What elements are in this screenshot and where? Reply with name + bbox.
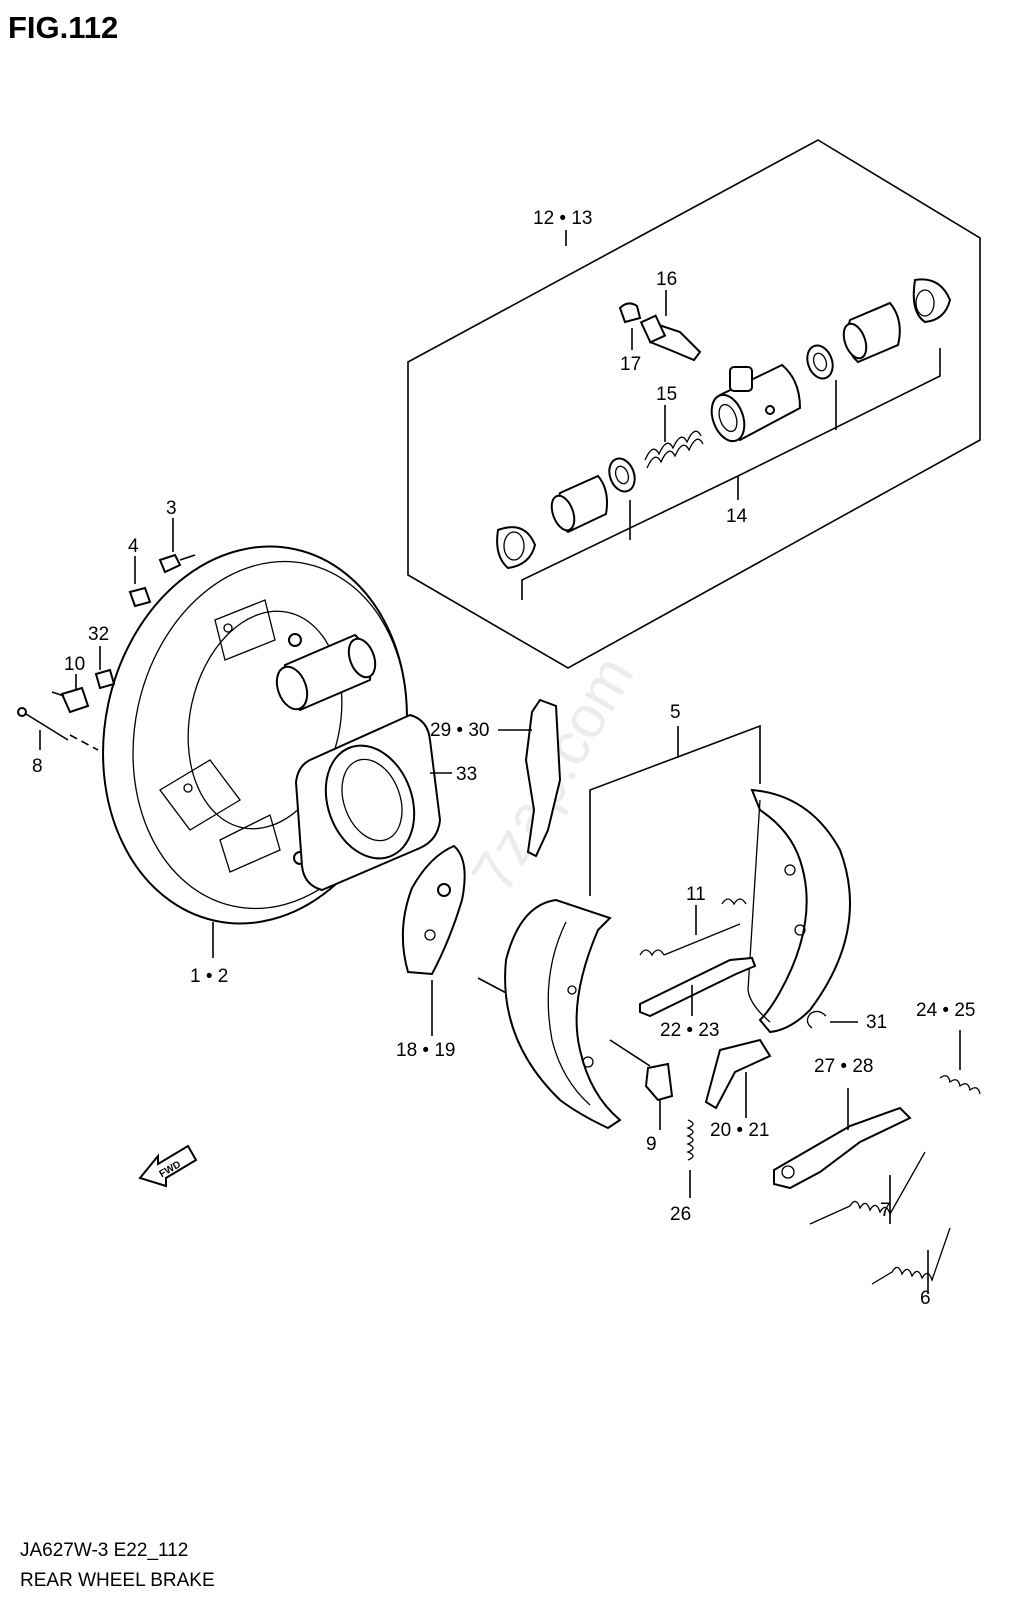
footer-title: REAR WHEEL BRAKE	[20, 1570, 215, 1591]
kit-leader-lines	[521, 230, 941, 600]
bleeder-cap	[618, 302, 642, 324]
return-spring-6	[871, 1227, 951, 1294]
callout-22-23: 22 • 23	[660, 1020, 719, 1041]
footer-code: JA627W-3 E22_112	[20, 1540, 188, 1561]
hub-flange	[294, 713, 452, 892]
brake-shoe-front	[504, 898, 622, 1130]
nut-32	[94, 668, 116, 690]
return-spring-7	[809, 1151, 926, 1225]
cylinder-piston-left	[550, 474, 608, 534]
adjuster-lever-20-21	[704, 1038, 772, 1118]
callout-31: 31	[866, 1012, 887, 1033]
parking-brake-lever	[498, 698, 562, 858]
callout-18-19: 18 • 19	[396, 1040, 455, 1061]
callout-15: 15	[656, 384, 677, 405]
callout-7: 7	[880, 1200, 891, 1221]
callout-9: 9	[646, 1134, 657, 1155]
callout-26: 26	[670, 1204, 691, 1225]
callout-16: 16	[656, 269, 677, 290]
callout-33: 33	[456, 764, 477, 785]
pin-8	[17, 707, 69, 741]
spring-24-25	[939, 1030, 981, 1095]
fwd-arrow-icon: FWD	[138, 1144, 198, 1188]
retaining-clip-31	[806, 1010, 858, 1029]
callout-11: 11	[686, 884, 706, 905]
strut-spring-11	[639, 898, 747, 957]
callout-17: 17	[620, 354, 641, 375]
shoe-leader-lines	[589, 724, 761, 1067]
callout-27-28: 27 • 28	[814, 1056, 873, 1077]
strut-22-23	[639, 956, 757, 1018]
callout-3: 3	[166, 498, 177, 519]
dust-boot-left	[496, 526, 537, 570]
auto-adjuster-27-28	[773, 1088, 912, 1190]
figure-title: FIG.112	[8, 10, 118, 45]
callout-4: 4	[128, 536, 139, 557]
shield-plate	[401, 844, 513, 1036]
bleeder-screw	[639, 314, 702, 362]
callout-5: 5	[670, 702, 681, 723]
callout-8: 8	[32, 756, 43, 777]
left-leader-lines	[39, 518, 214, 958]
callout-29-30: 29 • 30	[430, 720, 489, 741]
dust-boot-right	[912, 278, 952, 324]
nut-4	[128, 586, 152, 608]
wheel-cylinder-body	[710, 363, 802, 443]
callout-14: 14	[726, 506, 748, 527]
cylinder-cup-right	[806, 344, 834, 380]
brake-shoe-rear	[747, 788, 851, 1034]
callout-32: 32	[88, 624, 109, 645]
cylinder-spring	[644, 430, 704, 469]
bolt-10	[51, 686, 90, 714]
callout-12-13: 12 • 13	[533, 208, 592, 229]
callout-6: 6	[920, 1288, 931, 1309]
callout-20-21: 20 • 21	[710, 1120, 769, 1141]
cylinder-piston-right	[842, 301, 901, 364]
cylinder-cup-left	[608, 457, 636, 493]
shoe-hold-retainer-9	[644, 1062, 674, 1130]
wheel-cylinder-kit-box	[407, 139, 981, 669]
callout-10: 10	[64, 654, 85, 675]
bolt-3	[158, 553, 196, 574]
backing-plate-wheel-cylinder	[275, 633, 377, 712]
callout-1-2: 1 • 2	[190, 966, 228, 987]
callout-24-25: 24 • 25	[916, 1000, 975, 1021]
spring-26	[686, 1119, 694, 1198]
